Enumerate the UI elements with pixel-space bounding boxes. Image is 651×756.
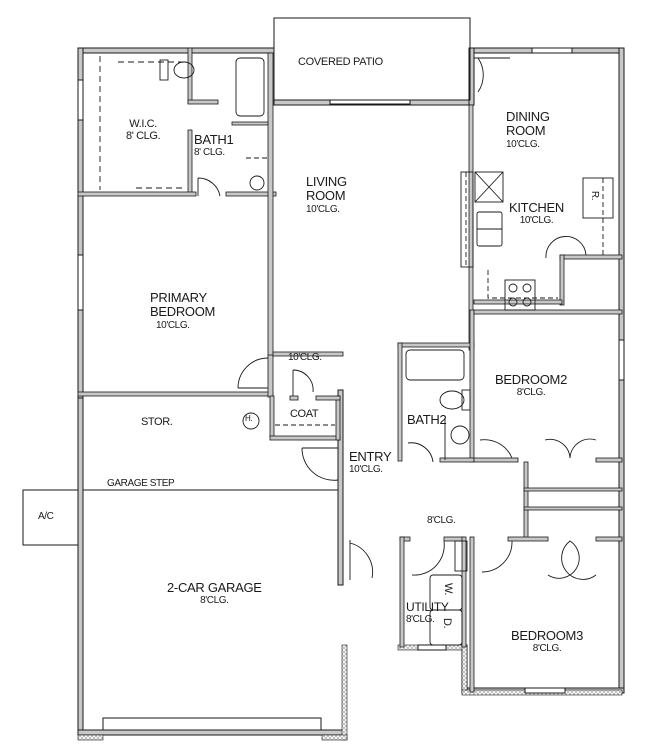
- ac-pad: [22, 489, 79, 546]
- garage-label: 2-CAR GARAGE 8'CLG.: [167, 580, 262, 607]
- refrigerator-label: R.: [589, 190, 601, 201]
- garage-door: [102, 717, 322, 731]
- heater-symbol: H.: [245, 414, 253, 423]
- storage-label: STOR.: [141, 416, 173, 428]
- entry-label: ENTRY 10'CLG.: [349, 449, 392, 476]
- bedroom3-label: BEDROOM3 8'CLG.: [511, 628, 584, 655]
- bedroom2-label: BEDROOM2 8'CLG.: [495, 372, 568, 399]
- wic-label: W.I.C. 8' CLG.: [126, 118, 161, 143]
- living-room-label: LIVING ROOM 10'CLG.: [306, 174, 347, 215]
- ac-label: A/C: [38, 511, 54, 522]
- utility-label: UTILITY 8'CLG.: [406, 600, 449, 626]
- hall-north-ceiling-label: 10'CLG.: [288, 352, 322, 363]
- coat-closet-label: COAT: [290, 408, 319, 420]
- fixtures: [99, 56, 614, 646]
- kitchen-label: KITCHEN 10'CLG.: [509, 200, 564, 227]
- hall-south-ceiling-label: 8'CLG.: [427, 515, 456, 526]
- bath1-label: BATH1 8' CLG.: [194, 132, 234, 159]
- dining-room-label: DINING ROOM 10'CLG.: [506, 109, 550, 150]
- bath2-label: BATH2: [407, 412, 447, 427]
- outline-structures: [22, 17, 625, 731]
- covered-patio-label: COVERED PATIO: [298, 56, 383, 68]
- garage-step-label: GARAGE STEP: [107, 478, 175, 489]
- dryer-label: D.: [441, 617, 454, 629]
- interior-walls: [77, 47, 623, 693]
- primary-bedroom-label: PRIMARY BEDROOM 10'CLG.: [150, 290, 216, 331]
- washer-label: W.: [442, 583, 455, 596]
